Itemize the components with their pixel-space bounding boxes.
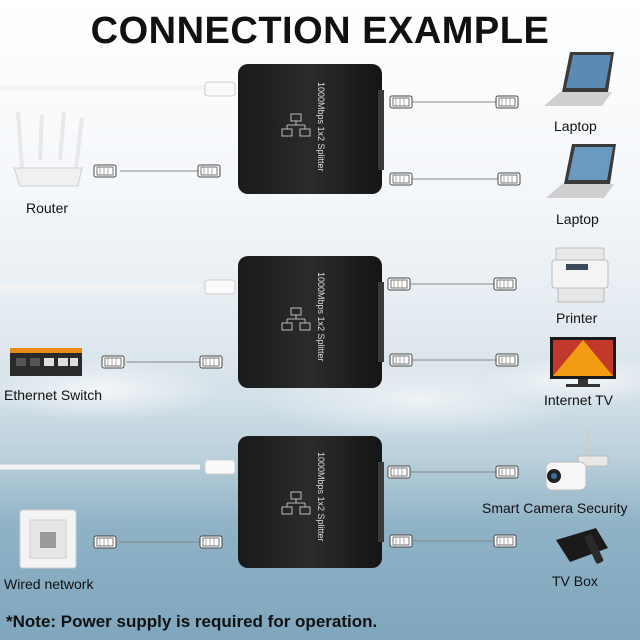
rj45-plug xyxy=(197,164,221,178)
usb-plug xyxy=(204,81,236,97)
rj45-plug xyxy=(495,353,519,367)
wall-socket-icon xyxy=(19,509,77,569)
row-1: 1000Mbps 1x2 Splitter xyxy=(0,52,616,198)
tv-icon xyxy=(550,337,616,387)
device-label-wired-network: Wired network xyxy=(4,576,94,592)
splitter-port-side xyxy=(378,282,384,362)
security-camera-icon xyxy=(545,429,609,491)
device-label-smart-camera: Smart Camera Security xyxy=(482,500,628,516)
device-label-internet-tv: Internet TV xyxy=(544,392,614,408)
usb-plug xyxy=(204,459,236,475)
device-label-printer: Printer xyxy=(556,310,598,326)
power-note: *Note: Power supply is required for oper… xyxy=(6,612,378,631)
splitter-port-side xyxy=(378,90,384,170)
rj45-plug xyxy=(387,277,411,291)
splitter-box xyxy=(238,436,382,568)
ethernet-switch-icon xyxy=(10,348,82,376)
rj45-plug xyxy=(389,534,413,548)
power-cable xyxy=(0,85,217,95)
rj45-plug xyxy=(387,465,411,479)
printer-icon xyxy=(551,247,609,303)
rj45-plug xyxy=(389,95,413,109)
rj45-plug xyxy=(199,535,223,549)
rj45-plug xyxy=(493,534,517,548)
rj45-plug xyxy=(199,355,223,369)
rj45-plug xyxy=(101,355,125,369)
rj45-plug xyxy=(389,353,413,367)
tv-box-icon xyxy=(556,528,608,564)
device-label-router: Router xyxy=(26,200,69,216)
splitter-label: 1000Mbps 1x2 Splitter xyxy=(316,82,326,172)
rj45-plug xyxy=(493,277,517,291)
device-label-laptop-1: Laptop xyxy=(554,118,597,134)
laptop-icon xyxy=(546,144,616,198)
splitter-label: 1000Mbps 1x2 Splitter xyxy=(316,272,326,362)
router-icon xyxy=(13,111,84,187)
splitter-box xyxy=(238,256,382,388)
device-label-tv-box: TV Box xyxy=(552,573,598,589)
row-3: 1000Mbps 1x2 Splitter xyxy=(0,429,609,569)
rj45-plug xyxy=(93,535,117,549)
rj45-plug xyxy=(495,95,519,109)
rj45-plug xyxy=(495,465,519,479)
rj45-plug xyxy=(93,164,117,178)
rj45-plug xyxy=(497,172,521,186)
laptop-icon xyxy=(544,52,614,106)
device-label-laptop-2: Laptop xyxy=(556,211,599,227)
splitter-port-side xyxy=(378,462,384,542)
page-title: CONNECTION EXAMPLE xyxy=(90,10,550,52)
usb-plug xyxy=(204,279,236,295)
row-2: 1000Mbps 1x2 Splitter xyxy=(0,247,616,388)
device-label-ethernet-switch: Ethernet Switch xyxy=(4,387,103,403)
rj45-plug xyxy=(389,172,413,186)
splitter-label: 1000Mbps 1x2 Splitter xyxy=(316,452,326,542)
